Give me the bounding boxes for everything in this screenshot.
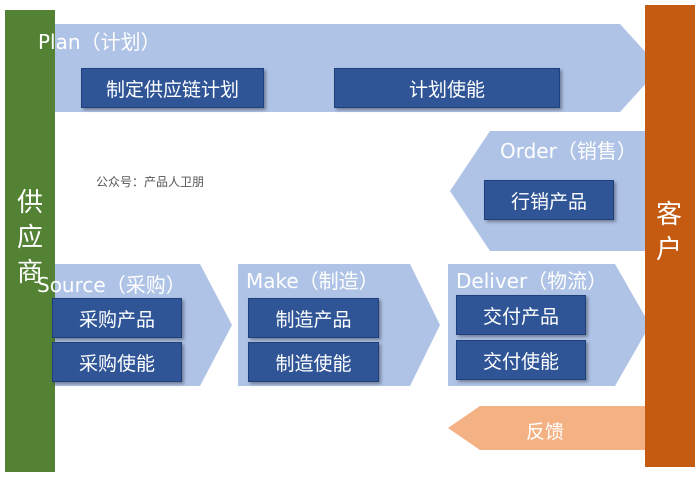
deliver-title: Deliver（物流） bbox=[456, 269, 608, 293]
source-title: Source（采购） bbox=[37, 273, 186, 297]
source-item-purchase-enablement[interactable]: 采购使能 bbox=[52, 342, 182, 382]
plan-item-planning-enablement[interactable]: 计划使能 bbox=[334, 68, 560, 108]
feedback-arrow bbox=[448, 406, 645, 450]
order-item-marketing-products[interactable]: 行销产品 bbox=[484, 180, 614, 220]
source-item-purchase-products[interactable]: 采购产品 bbox=[52, 298, 182, 338]
deliver-item-deliver-products[interactable]: 交付产品 bbox=[456, 295, 586, 335]
deliver-item-deliver-enablement[interactable]: 交付使能 bbox=[456, 340, 586, 380]
make-title: Make（制造） bbox=[246, 269, 379, 293]
order-title: Order（销售） bbox=[500, 139, 637, 163]
supplier-label: 供应商 bbox=[16, 188, 43, 289]
customer-bar bbox=[645, 5, 695, 467]
watermark-text: 公众号：产品人卫朋 bbox=[96, 175, 205, 189]
feedback-label: 反馈 bbox=[526, 421, 565, 443]
plan-title: Plan（计划） bbox=[38, 30, 161, 54]
customer-label: 客户 bbox=[655, 200, 682, 266]
plan-item-supply-chain-planning[interactable]: 制定供应链计划 bbox=[81, 68, 264, 108]
make-item-manufacture-products[interactable]: 制造产品 bbox=[248, 298, 379, 338]
supplier-bar bbox=[5, 10, 55, 472]
make-item-manufacture-enablement[interactable]: 制造使能 bbox=[248, 342, 379, 382]
